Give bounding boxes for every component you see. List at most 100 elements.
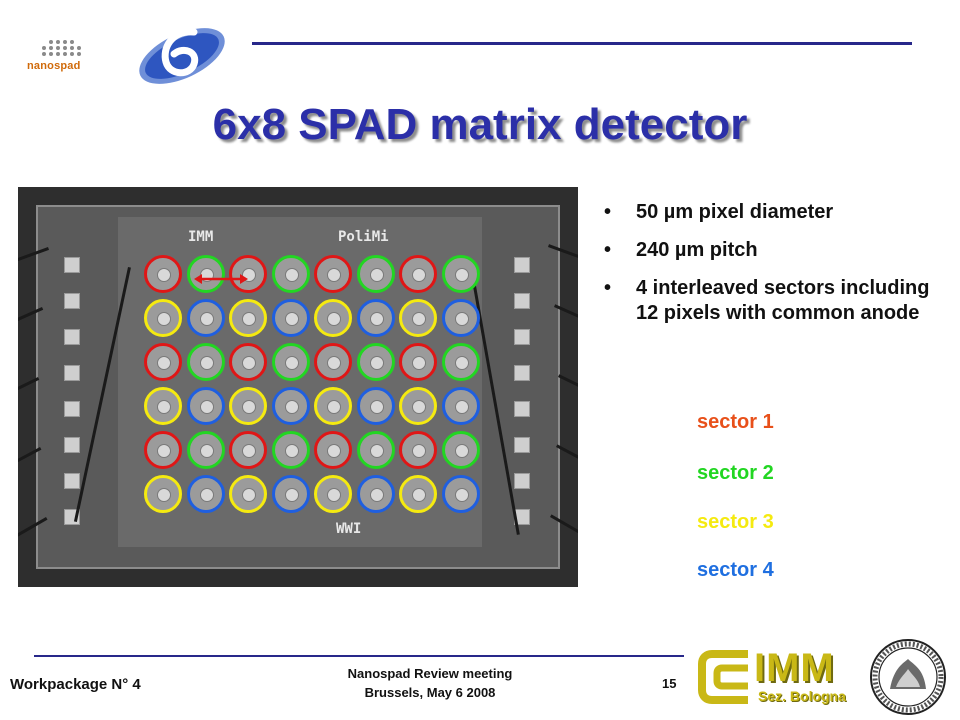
meeting-date: Brussels, May 6 2008 [364,685,496,700]
bullet-text: 4 interleaved sectors including 12 pixel… [636,277,930,324]
bond-pad [64,293,80,309]
imm-logo-text: IMM [754,646,835,690]
spad-pixel [314,431,352,469]
spad-pixel [229,431,267,469]
workpackage-label: Workpackage N° 4 [10,676,141,693]
logo-dot [49,46,53,50]
spad-pixel [186,431,225,469]
bond-pad [64,257,80,273]
spad-pixel [356,255,395,293]
spad-pixel [314,387,352,425]
chip-photo: IMM PoliMi WWI [18,187,578,587]
spad-pixel [144,343,182,381]
chip-label-imm: IMM [188,229,214,245]
sector-3-label: sector 3 [697,511,774,533]
spad-pixel [144,255,182,293]
spad-pixel [314,475,352,513]
polimi-seal-icon [870,639,946,715]
spad-pixel [229,387,267,425]
spad-pixel [144,431,182,469]
bond-wire [558,374,578,421]
chip-label-polimi: PoliMi [338,229,389,245]
spad-pixel [229,475,267,513]
logo-dot [42,46,46,50]
spad-pixel [144,387,182,425]
bullet-text: 240 µm pitch [636,239,758,261]
bond-pad [514,329,530,345]
spad-pixel [271,387,310,425]
spad-pixel [441,255,480,293]
nanospad-dots-icon [42,40,88,60]
spad-pixel [186,255,225,293]
bullet-dot: • [604,239,612,261]
spad-pixel [399,431,437,469]
bond-pad [64,401,80,417]
logo-dot [49,52,53,56]
footer-rule [34,655,684,657]
spad-pixel [356,299,395,337]
logo-dot [56,52,60,56]
spad-pixel [271,299,310,337]
spad-pixel [271,475,310,513]
bullet-item: • 50 µm pixel diameter [600,200,950,225]
spad-pixel [144,475,182,513]
bond-pad [514,257,530,273]
logo-dot [70,52,74,56]
logo-dot [56,46,60,50]
meeting-info: Nanospad Review meeting Brussels, May 6 … [310,664,550,702]
spad-pixel [229,343,267,381]
spad-pixel [186,475,225,513]
logo-dot [63,40,67,44]
meeting-title: Nanospad Review meeting [347,666,513,681]
sector-1-label: sector 1 [697,411,774,433]
spad-pixel [399,255,437,293]
bond-pad [514,437,530,453]
spad-pixel [229,299,267,337]
spad-pixel [271,255,310,293]
bond-pad [514,401,530,417]
pitch-arrow-icon [194,274,248,284]
logo-dot [63,46,67,50]
spad-pixel [314,343,352,381]
bullet-text: 50 µm pixel diameter [636,201,834,223]
page-number: 15 [662,676,677,691]
spad-pixel [441,299,480,337]
bond-pad [64,329,80,345]
imm-logo-subtext: Sez. Bologna [758,688,846,704]
imm-logo: IMM Sez. Bologna [698,646,860,708]
spad-pixel [441,343,480,381]
logo-dot [77,52,81,56]
bullet-item: • 4 interleaved sectors including 12 pix… [600,276,950,326]
spad-pixel [356,431,395,469]
logo-dot [77,46,81,50]
spad-pixel [271,343,310,381]
spad-pixel [399,475,437,513]
logo-dot [56,40,60,44]
logo-dot [42,52,46,56]
spad-pixel [399,343,437,381]
chip-label-bottom: WWI [336,521,362,537]
bond-pad [514,293,530,309]
bond-pad [64,473,80,489]
spad-pixel [356,475,395,513]
spad-pixel [144,299,182,337]
fp6-logo-icon [139,28,225,84]
spad-pixel [399,299,437,337]
spad-pixel [441,431,480,469]
nanospad-logo: nanospad [20,40,100,80]
bullet-dot: • [604,201,612,223]
bullet-dot: • [604,277,612,299]
spad-pixel [314,255,352,293]
spad-pixel [186,387,225,425]
spad-pixel [271,431,310,469]
sector-4-label: sector 4 [697,559,774,581]
spad-pixel [186,343,225,381]
spad-pixel [356,343,395,381]
imm-mark-icon [698,650,748,704]
spad-pixel [399,387,437,425]
sector-2-label: sector 2 [697,462,774,484]
bullet-item: • 240 µm pitch [600,238,950,263]
bullet-list: • 50 µm pixel diameter • 240 µm pitch • … [600,200,950,339]
spad-matrix [144,255,480,519]
